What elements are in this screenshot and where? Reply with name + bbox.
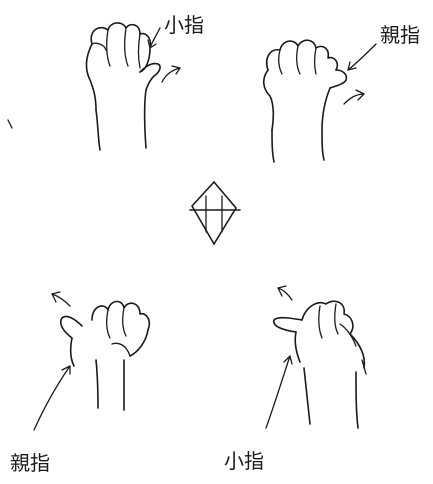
label-top-left: 小指: [164, 13, 204, 37]
hand-top-right: [264, 40, 376, 162]
hand-bottom-right: [266, 286, 366, 428]
equivalence-symbol: [190, 182, 240, 244]
hand-top-left: [86, 23, 180, 150]
label-bottom-right: 小指: [224, 449, 264, 473]
hand-bottom-left: [34, 292, 149, 430]
label-top-right: 親指: [380, 23, 420, 47]
label-bottom-left: 親指: [10, 451, 50, 475]
stray-mark: [8, 120, 12, 128]
